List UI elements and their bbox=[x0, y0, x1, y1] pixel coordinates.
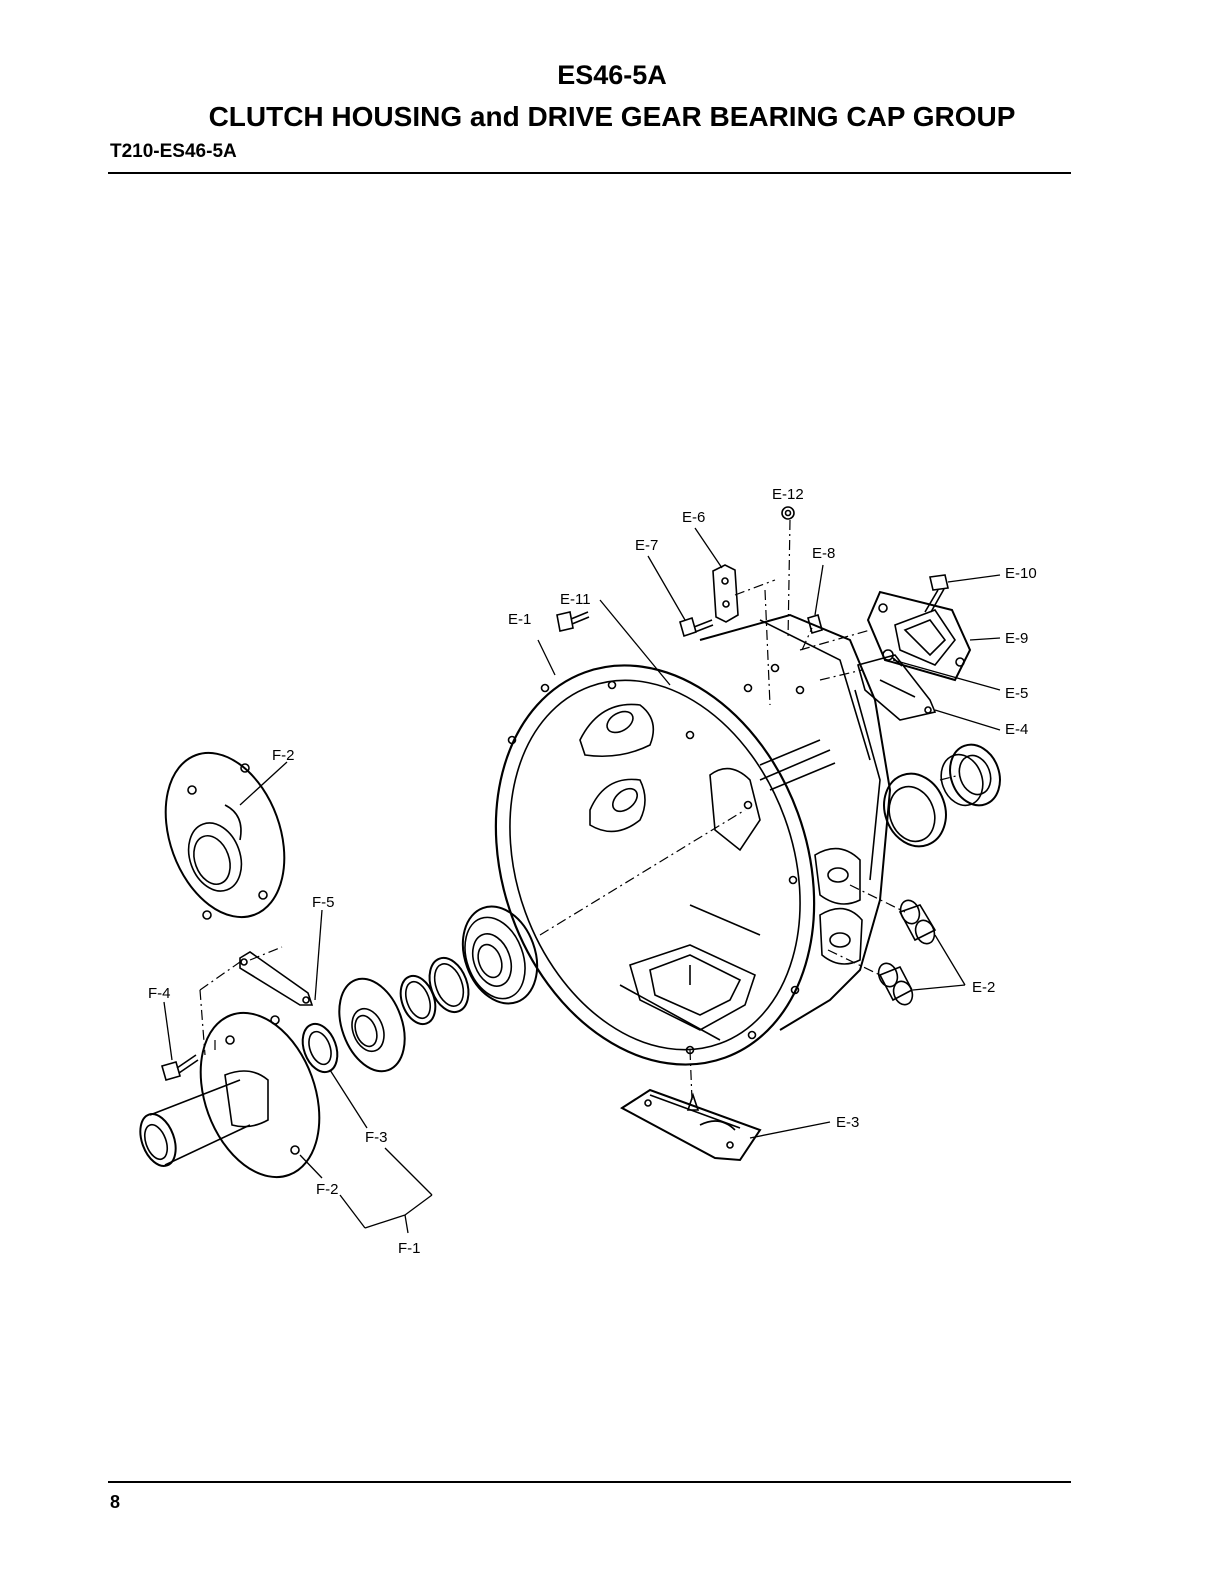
bolt-e11 bbox=[556, 611, 590, 632]
plate-e4 bbox=[857, 654, 937, 721]
bottom-cover-e3 bbox=[620, 1088, 762, 1162]
label-e11: E-11 bbox=[560, 591, 591, 608]
mount-bracket bbox=[866, 590, 972, 682]
label-e5: E-5 bbox=[1005, 685, 1028, 702]
label-e10: E-10 bbox=[1005, 565, 1037, 582]
drive-gear-bearing-cap bbox=[139, 1011, 321, 1179]
label-f5: F-5 bbox=[312, 894, 335, 911]
plate-e6 bbox=[712, 564, 739, 623]
label-e3: E-3 bbox=[836, 1114, 859, 1131]
assembly-centerlines bbox=[199, 519, 961, 1101]
page-title: CLUTCH HOUSING and DRIVE GEAR BEARING CA… bbox=[208, 101, 1016, 132]
label-e4: E-4 bbox=[1005, 721, 1028, 738]
oil-seal-f3 bbox=[301, 1022, 339, 1074]
bushing-upper bbox=[898, 899, 937, 945]
bearing-cap-top-view bbox=[164, 751, 286, 920]
leader-lines bbox=[163, 527, 1001, 1234]
label-e9: E-9 bbox=[1005, 630, 1028, 647]
snap-ring-inner bbox=[399, 974, 437, 1026]
diagram-code: T210-ES46-5A bbox=[110, 141, 237, 162]
screw-e5 bbox=[882, 649, 903, 667]
callout-labels: E-1 E-2 E-3 E-4 E-5 E-6 E-7 E-8 E-9 E-10… bbox=[148, 486, 1037, 1257]
label-f1: F-1 bbox=[398, 1240, 421, 1257]
bearing-cup bbox=[883, 772, 947, 848]
label-e6: E-6 bbox=[682, 509, 705, 526]
footer-rule bbox=[108, 1481, 1071, 1483]
label-e8: E-8 bbox=[812, 545, 835, 562]
label-e2: E-2 bbox=[972, 979, 995, 996]
page-number: 8 bbox=[110, 1492, 121, 1512]
bearing-cone bbox=[940, 743, 1001, 807]
header-rule bbox=[108, 172, 1071, 174]
clutch-housing bbox=[494, 613, 892, 1066]
label-e1: E-1 bbox=[508, 611, 531, 628]
label-f3: F-3 bbox=[365, 1129, 388, 1146]
lock-plate-f5 bbox=[239, 951, 314, 1006]
bolt-f4 bbox=[161, 1054, 199, 1081]
bolt-e7 bbox=[679, 616, 714, 638]
label-e12: E-12 bbox=[772, 486, 804, 503]
main-bearing bbox=[461, 905, 539, 1005]
label-f2-bottom: F-2 bbox=[316, 1181, 339, 1198]
label-f2-top: F-2 bbox=[272, 747, 295, 764]
nut-e12 bbox=[781, 506, 795, 520]
label-f4: F-4 bbox=[148, 985, 171, 1002]
bearing-cap-gasket bbox=[338, 977, 406, 1073]
bushing-lower bbox=[877, 962, 914, 1006]
diagram-model: ES46-5A bbox=[557, 60, 667, 90]
dowel-e8 bbox=[807, 613, 823, 635]
label-e7: E-7 bbox=[635, 537, 658, 554]
bolt-e10 bbox=[924, 574, 949, 613]
